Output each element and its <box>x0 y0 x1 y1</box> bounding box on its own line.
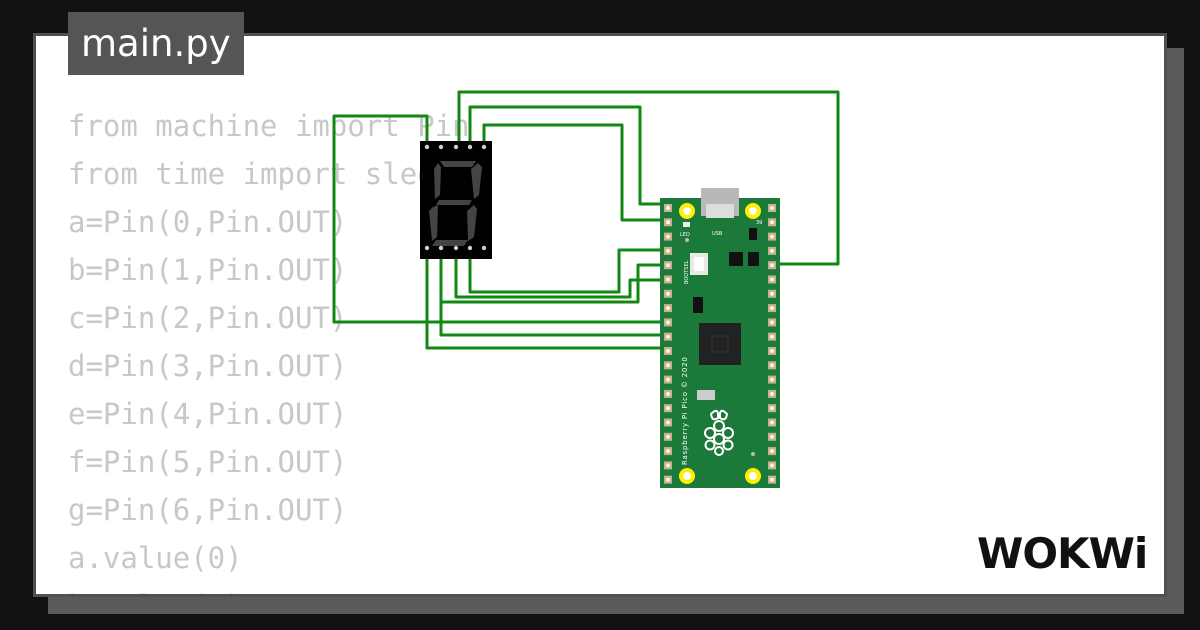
wires <box>332 90 840 350</box>
wire <box>425 248 668 350</box>
code-line: b=Pin(1,Pin.OUT) <box>68 253 348 287</box>
code-line: b.value(0) <box>68 582 470 594</box>
code-line: a=Pin(0,Pin.OUT) <box>68 205 348 239</box>
wokwi-logo: WOKWi <box>977 529 1148 578</box>
bootsel-label: BOOTSEL <box>684 260 690 284</box>
wire <box>457 90 840 266</box>
pin-number-label: 2 <box>667 220 670 226</box>
pin-number-label: 1 <box>667 205 670 211</box>
code-line: c=Pin(2,Pin.OUT) <box>68 301 348 335</box>
right-header-pins <box>768 204 776 484</box>
usb-label: USB <box>712 231 723 237</box>
board-silkscreen-label: Raspberry Pi Pico © 2020 <box>681 356 689 465</box>
wire <box>332 114 668 324</box>
code-line: f=Pin(5,Pin.OUT) <box>68 445 348 479</box>
svg-text:WOKWi: WOKWi <box>977 529 1147 578</box>
left-header-pins <box>664 204 672 484</box>
display-segments <box>429 161 482 246</box>
pin-number-label: 39 <box>756 220 762 226</box>
code-line: e=Pin(4,Pin.OUT) <box>68 397 348 431</box>
rp2040-chip <box>699 323 741 365</box>
wire <box>454 248 668 299</box>
code-line: g=Pin(6,Pin.OUT) <box>68 493 348 527</box>
wire <box>468 105 668 206</box>
display-pins <box>424 144 487 251</box>
pico-board[interactable]: LED USB 1 2 39 BOOTSEL Raspberry Pi Pico… <box>660 188 780 488</box>
wire <box>439 248 668 337</box>
code-line: a.value(0) <box>68 541 243 575</box>
led-label: LED <box>680 232 690 238</box>
raspberry-logo-icon <box>704 409 734 456</box>
wire <box>468 248 668 294</box>
led <box>683 222 690 227</box>
code-line: d=Pin(3,Pin.OUT) <box>68 349 348 383</box>
seven-segment-display[interactable] <box>420 141 492 259</box>
wire <box>482 123 668 222</box>
file-tab[interactable]: main.py <box>68 12 244 75</box>
